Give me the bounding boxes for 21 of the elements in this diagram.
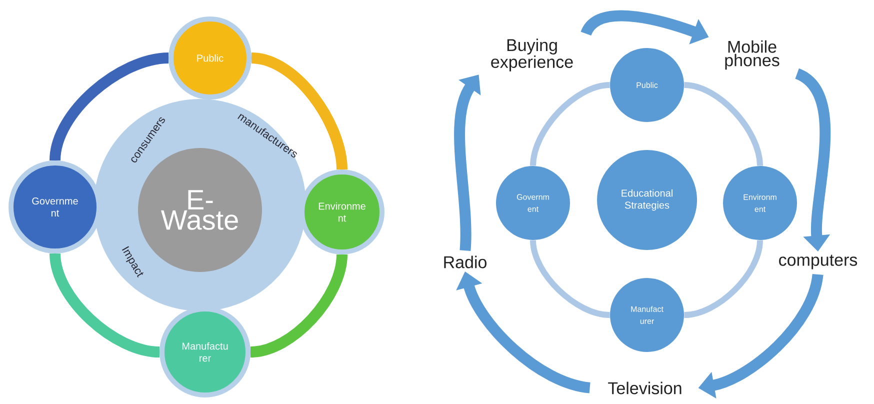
- circle-node: Public: [168, 16, 252, 100]
- ring-segment: [250, 52, 348, 170]
- circle-node: Environme nt: [300, 170, 384, 254]
- ring-segment: [50, 52, 169, 162]
- circle-node: Governme nt: [8, 160, 102, 254]
- ring-segment: [530, 240, 610, 318]
- circle-node: Manufact urer: [610, 278, 684, 352]
- ring-segment: [684, 240, 763, 318]
- circle-node: Governm ent: [496, 166, 570, 240]
- ring-segment: [684, 82, 763, 166]
- text-label: computers: [779, 254, 858, 270]
- text-label: Television: [608, 382, 682, 394]
- circle-node: Public: [610, 48, 684, 122]
- text-label: Mobile phones: [725, 40, 780, 70]
- ring-segment: [530, 82, 610, 166]
- ring-segment: [50, 252, 160, 358]
- text-label: Radio: [444, 256, 486, 268]
- ring-segment: [250, 254, 348, 358]
- circle-node: Environm ent: [723, 166, 797, 240]
- circle-node: Manufactu rer: [160, 306, 250, 398]
- text-label: Buying experience: [491, 38, 573, 72]
